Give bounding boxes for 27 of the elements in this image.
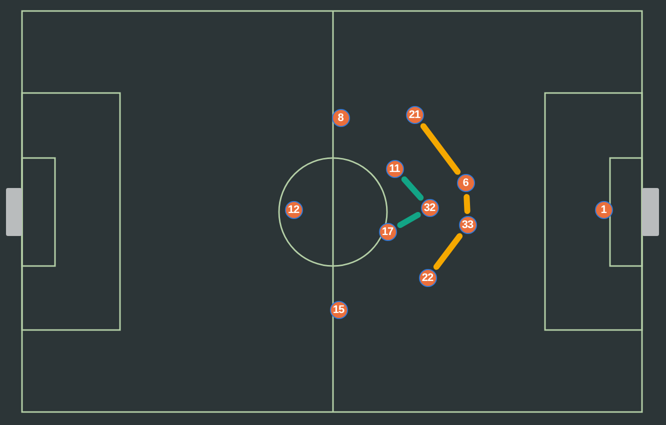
- player-number: 15: [332, 304, 344, 316]
- player-marker: [594, 200, 612, 218]
- player-number: 6: [462, 176, 468, 188]
- player-number: 21: [408, 108, 420, 120]
- player-marker: [406, 106, 424, 124]
- player-marker: [458, 216, 476, 234]
- player-marker: [420, 198, 438, 216]
- player-number: 11: [389, 162, 400, 174]
- pass-line: [433, 233, 463, 270]
- pass-line: [401, 176, 424, 201]
- player-number: 17: [382, 226, 394, 238]
- player-number: 33: [462, 218, 474, 230]
- player-marker: [418, 268, 436, 286]
- player-number: 22: [422, 272, 434, 284]
- player-marker: [386, 160, 404, 178]
- player-marker: [332, 108, 350, 126]
- pass-line: [420, 123, 461, 175]
- player-marker: [284, 200, 302, 218]
- player-marker: [456, 174, 474, 192]
- player-number: 8: [338, 112, 344, 124]
- pass-line: [397, 212, 421, 228]
- player-number: 1: [600, 204, 606, 216]
- player-number: 32: [424, 202, 436, 214]
- pass-line: [464, 194, 470, 214]
- player-marker: [378, 222, 396, 240]
- player-number: 12: [288, 204, 300, 216]
- player-marker: [330, 300, 348, 318]
